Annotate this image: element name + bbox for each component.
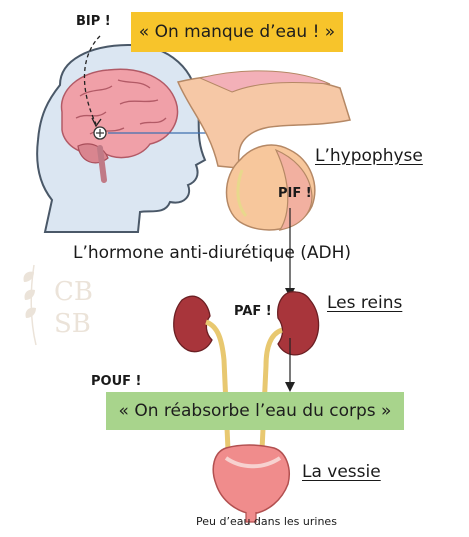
kidneys-icon (173, 291, 320, 451)
label-vessie: La vessie (302, 462, 381, 482)
pituitary-icon (176, 70, 351, 231)
banner-bottom: « On réabsorbe l’eau du corps » (106, 392, 404, 430)
bladder-icon (212, 444, 290, 523)
logo-watermark: CB SB (23, 264, 93, 346)
bip-dashed-arrow (83, 35, 101, 125)
label-reins: Les reins (327, 293, 403, 313)
label-hormone: L’hormone anti-diurétique (ADH) (73, 243, 352, 263)
brain-icon (60, 68, 179, 183)
label-paf: PAF ! (234, 304, 272, 319)
label-hypophyse: L’hypophyse (315, 146, 423, 166)
logo-line2: SB (54, 309, 91, 339)
label-bip: BIP ! (76, 14, 111, 29)
kidney-banner-arrow (285, 338, 295, 392)
label-pouf: POUF ! (91, 374, 142, 389)
hypothalamus-marker (93, 126, 107, 140)
caption: Peu d’eau dans les urines (196, 515, 337, 528)
banner-top: « On manque d’eau ! » (131, 12, 343, 52)
label-pif: PIF ! (278, 186, 312, 201)
logo-line1: CB (54, 277, 93, 307)
